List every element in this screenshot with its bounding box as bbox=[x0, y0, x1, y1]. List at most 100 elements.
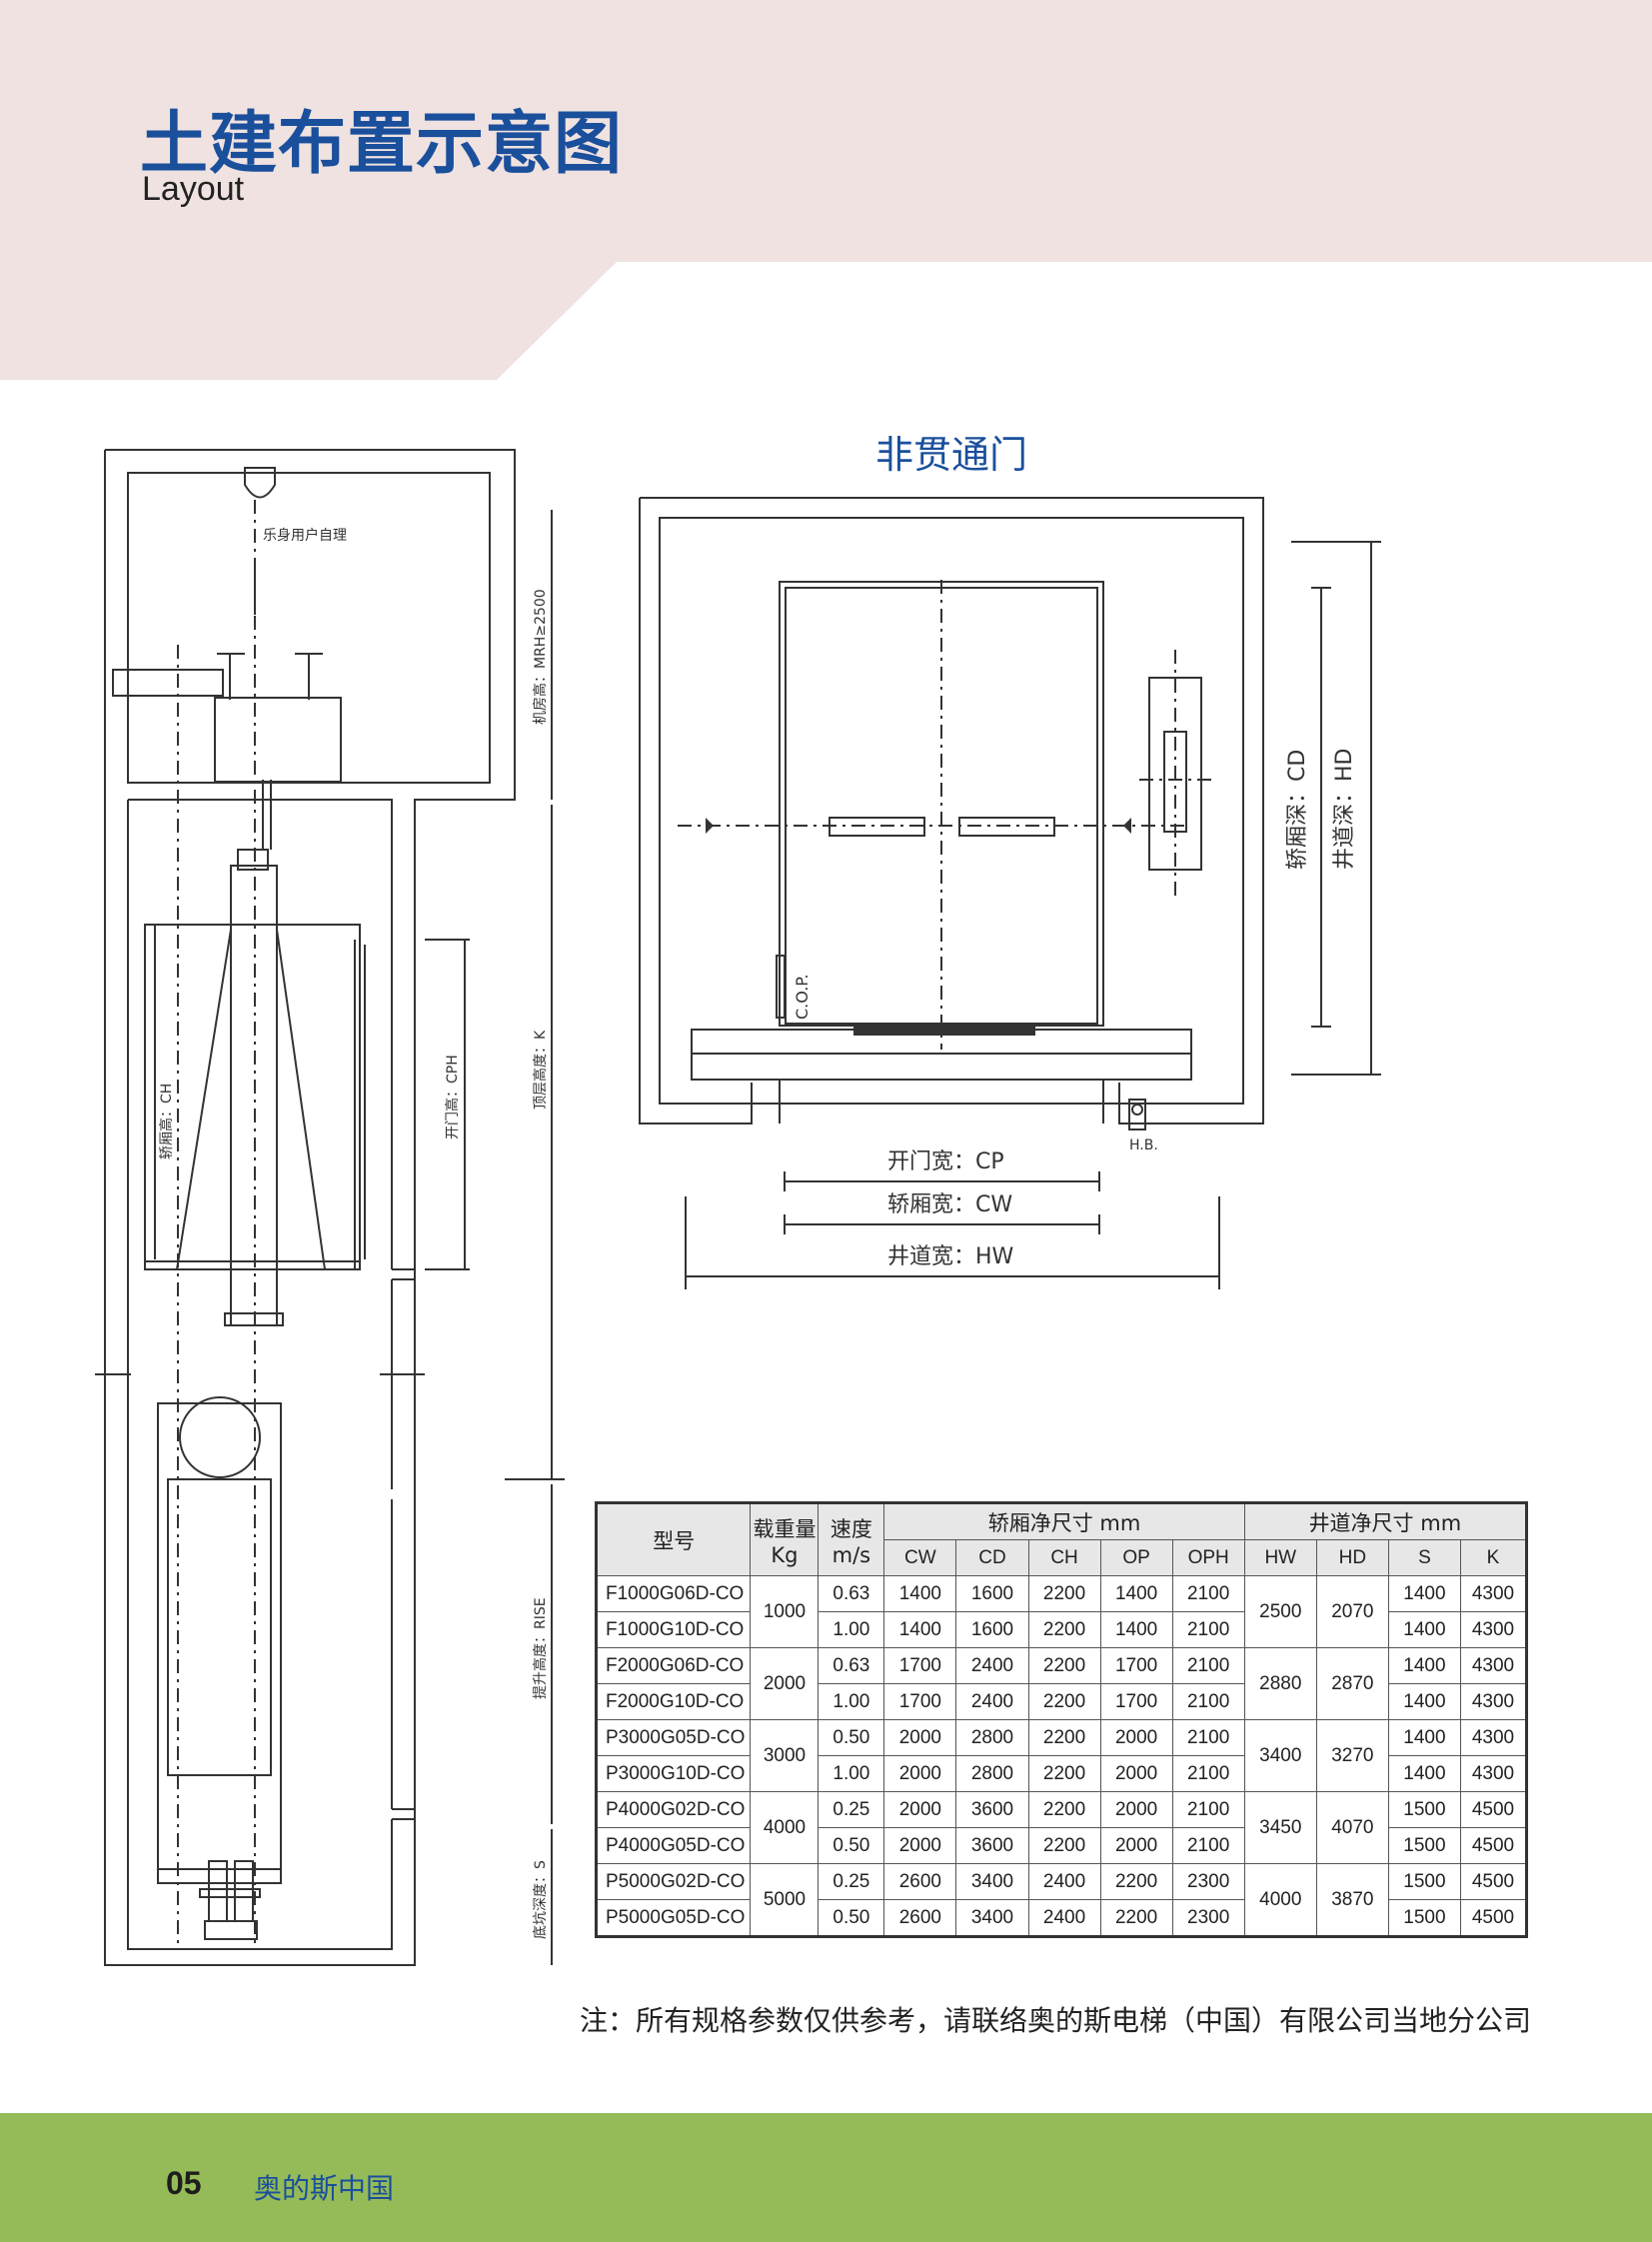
col-header-s: S bbox=[1387, 1539, 1461, 1576]
label-machine-room: 乐身用户自理 bbox=[263, 527, 347, 544]
cell-hw: 2880 bbox=[1243, 1647, 1317, 1720]
cell-speed: 0.50 bbox=[818, 1899, 885, 1937]
cell-k: 4500 bbox=[1459, 1863, 1528, 1900]
cell-op: 2000 bbox=[1099, 1791, 1173, 1828]
cell-ch: 2200 bbox=[1027, 1827, 1101, 1864]
cell-model: P4000G05D-CO bbox=[595, 1827, 752, 1864]
page-subtitle: Layout bbox=[142, 170, 245, 208]
cell-model: P5000G05D-CO bbox=[595, 1899, 752, 1937]
plan-drawing: 开门宽：CP 轿厢宽：CW 井道宽：HW 轿厢深：CD 井道深：HD C.O.P… bbox=[639, 497, 1381, 1289]
cell-hd: 3870 bbox=[1315, 1863, 1389, 1937]
label-hb: H.B. bbox=[1129, 1137, 1158, 1153]
cell-k: 4300 bbox=[1459, 1683, 1528, 1720]
cell-s: 1400 bbox=[1387, 1719, 1461, 1756]
cell-ch: 2200 bbox=[1027, 1791, 1101, 1828]
cell-ch: 2200 bbox=[1027, 1575, 1101, 1612]
cell-load: 4000 bbox=[750, 1791, 820, 1864]
cell-cw: 2000 bbox=[883, 1755, 957, 1792]
footer-bar bbox=[0, 2113, 1652, 2242]
plan-title: 非贯通门 bbox=[875, 433, 1028, 477]
cell-oph: 2100 bbox=[1171, 1647, 1245, 1684]
cell-op: 2000 bbox=[1099, 1755, 1173, 1792]
cell-oph: 2100 bbox=[1171, 1611, 1245, 1648]
cell-cw: 1700 bbox=[883, 1647, 957, 1684]
cell-hd: 2870 bbox=[1315, 1647, 1389, 1720]
cell-ch: 2200 bbox=[1027, 1719, 1101, 1756]
col-header-cd: CD bbox=[955, 1539, 1029, 1576]
col-group-shaft: 井道净尺寸 mm bbox=[1243, 1502, 1528, 1540]
cell-op: 2000 bbox=[1099, 1827, 1173, 1864]
cell-model: F2000G10D-CO bbox=[595, 1683, 752, 1720]
cell-s: 1400 bbox=[1387, 1755, 1461, 1792]
cell-cw: 2000 bbox=[883, 1791, 957, 1828]
cell-oph: 2100 bbox=[1171, 1827, 1245, 1864]
cell-model: F1000G06D-CO bbox=[595, 1575, 752, 1612]
cell-speed: 1.00 bbox=[818, 1755, 885, 1792]
label-car-depth: 轿厢深：CD bbox=[1285, 750, 1310, 870]
cell-cd: 1600 bbox=[955, 1575, 1029, 1612]
cell-model: P3000G05D-CO bbox=[595, 1719, 752, 1756]
col-header-cw: CW bbox=[883, 1539, 957, 1576]
cell-speed: 0.50 bbox=[818, 1719, 885, 1756]
cell-ch: 2200 bbox=[1027, 1611, 1101, 1648]
cell-s: 1400 bbox=[1387, 1575, 1461, 1612]
col-header-ch: CH bbox=[1027, 1539, 1101, 1576]
cell-oph: 2100 bbox=[1171, 1575, 1245, 1612]
cell-hd: 3270 bbox=[1315, 1719, 1389, 1792]
label-open-width: 开门宽：CP bbox=[887, 1149, 1004, 1174]
cell-k: 4500 bbox=[1459, 1827, 1528, 1864]
label-top-height: 顶层高度：K bbox=[532, 1030, 549, 1110]
footnote: 注：所有规格参数仅供参考，请联络奥的斯电梯（中国）有限公司当地分公司 bbox=[580, 2004, 1532, 2037]
page-title: 土建布置示意图 bbox=[140, 105, 624, 184]
cell-cd: 3400 bbox=[955, 1899, 1029, 1937]
cell-cd: 1600 bbox=[955, 1611, 1029, 1648]
col-group-car: 轿厢净尺寸 mm bbox=[883, 1502, 1245, 1540]
cell-k: 4300 bbox=[1459, 1647, 1528, 1684]
cell-cd: 2800 bbox=[955, 1719, 1029, 1756]
cell-s: 1400 bbox=[1387, 1683, 1461, 1720]
col-header-model: 型号 bbox=[595, 1502, 752, 1576]
cell-k: 4300 bbox=[1459, 1719, 1528, 1756]
cell-op: 1700 bbox=[1099, 1683, 1173, 1720]
cell-k: 4300 bbox=[1459, 1575, 1528, 1612]
cell-model: P3000G10D-CO bbox=[595, 1755, 752, 1792]
cell-ch: 2200 bbox=[1027, 1683, 1101, 1720]
cell-op: 2000 bbox=[1099, 1719, 1173, 1756]
cell-ch: 2400 bbox=[1027, 1863, 1101, 1900]
label-mr-height: 机房高：MRH≥2500 bbox=[532, 589, 549, 725]
label-rise: 提升高度：RISE bbox=[532, 1597, 549, 1699]
cell-speed: 0.63 bbox=[818, 1647, 885, 1684]
page-number: 05 bbox=[166, 2165, 202, 2201]
cell-hd: 4070 bbox=[1315, 1791, 1389, 1864]
footer-brand: 奥的斯中国 bbox=[254, 2172, 395, 2205]
label-car-height: 轿厢高：CH bbox=[158, 1084, 175, 1159]
label-hoistway-depth: 井道深：HD bbox=[1332, 749, 1357, 870]
cell-op: 1400 bbox=[1099, 1575, 1173, 1612]
elevation-drawing: 乐身用户自理 机房高：MRH≥2500 顶层高度：K 轿厢高：CH 开门高：CP… bbox=[95, 449, 565, 1966]
cell-hw: 2500 bbox=[1243, 1575, 1317, 1648]
label-cop: C.O.P. bbox=[793, 974, 812, 1020]
cell-s: 1400 bbox=[1387, 1647, 1461, 1684]
label-hoistway-width: 井道宽：HW bbox=[887, 1244, 1014, 1269]
col-header-op: OP bbox=[1099, 1539, 1173, 1576]
cell-ch: 2400 bbox=[1027, 1899, 1101, 1937]
cell-speed: 1.00 bbox=[818, 1611, 885, 1648]
cell-load: 5000 bbox=[750, 1863, 820, 1937]
col-header-hw: HW bbox=[1243, 1539, 1317, 1576]
cell-speed: 0.50 bbox=[818, 1827, 885, 1864]
cell-cw: 1400 bbox=[883, 1611, 957, 1648]
cell-model: F2000G06D-CO bbox=[595, 1647, 752, 1684]
cell-s: 1500 bbox=[1387, 1791, 1461, 1828]
cell-load: 3000 bbox=[750, 1719, 820, 1792]
